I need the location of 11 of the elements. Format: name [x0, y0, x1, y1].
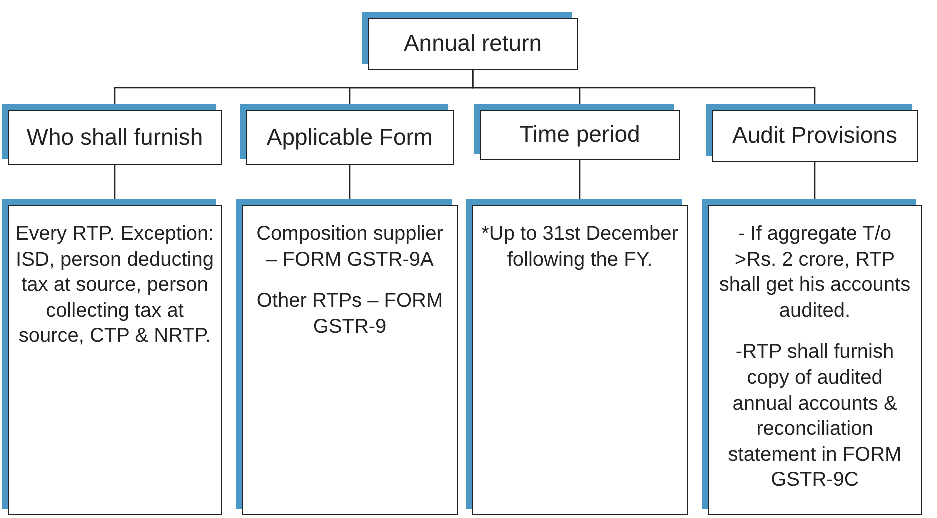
box-title: Time period — [520, 120, 640, 150]
box-text: Composition supplier – FORM GSTR-9A — [256, 222, 444, 273]
box-title: Applicable Form — [266, 122, 434, 152]
box-text: Other RTPs – FORM GSTR-9 — [256, 289, 444, 340]
box-text: - If aggregate T/o >Rs. 2 crore, RTP shall get his accounts audited. — [718, 222, 912, 324]
box-title: Who shall furnish — [26, 122, 204, 152]
box-text: *Up to 31st December following the FY. — [480, 222, 680, 273]
box-text: Every RTP. Exception: ISD, person deducting tax at source, person collecting tax at source, CTP & NRTP. — [15, 222, 215, 350]
box-text: -RTP shall furnish copy of audited annual accounts & reconciliation statement in FORM GSTR-9C — [727, 340, 903, 494]
box-title: Annual return — [404, 29, 542, 58]
box-title: Audit Provisions — [732, 121, 898, 150]
